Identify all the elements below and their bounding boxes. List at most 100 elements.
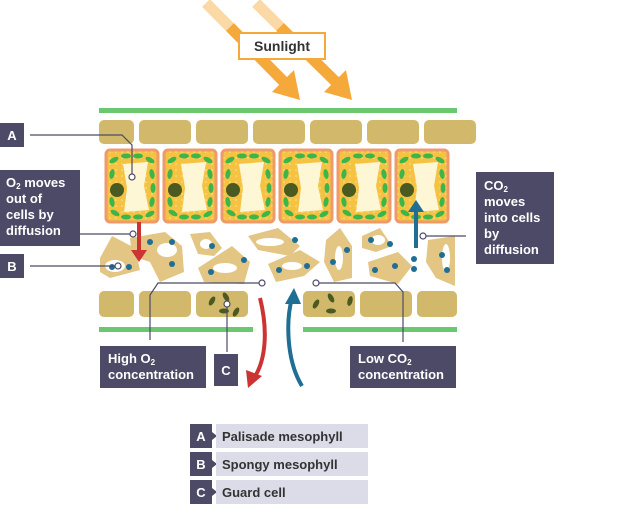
chloroplast-dot [292, 237, 298, 243]
chloroplast-dot [411, 266, 417, 272]
chloroplast [249, 153, 259, 159]
chloroplast [237, 214, 247, 220]
chloroplast [121, 214, 131, 220]
o2-moves-out-label: O2 moves out of cells by diffusion [0, 170, 80, 246]
palisade-cell [278, 148, 334, 224]
high-o2-label: High O2 concentration [100, 346, 206, 388]
co2-diffusion-arrow-up [408, 200, 424, 248]
low-co2-post: concentration [358, 367, 444, 382]
nucleus [342, 183, 356, 197]
chloroplast [381, 169, 387, 179]
chloroplast [283, 169, 289, 179]
lower-epidermis [99, 291, 457, 317]
chloroplast [284, 209, 294, 217]
co2-entry-arrow [285, 288, 304, 388]
key-notch [212, 488, 217, 496]
spongy-cell [426, 236, 455, 286]
key-label-a: Palisade mesophyll [216, 424, 368, 448]
chloroplast [283, 197, 289, 207]
spongy-mesophyll-layer [100, 228, 455, 286]
chloroplast [145, 210, 155, 218]
chloroplast [110, 209, 120, 217]
epidermis-cell [417, 291, 457, 317]
chloroplast [323, 169, 329, 179]
air-space [282, 262, 302, 270]
chloroplast [435, 156, 445, 164]
key-letter-c: C [190, 480, 212, 504]
vacuole [239, 162, 265, 212]
high-o2-post: concentration [108, 367, 194, 382]
chloroplast [133, 214, 143, 220]
leader-endpoints [114, 173, 427, 308]
callout-c-letter: C [221, 362, 231, 378]
chloroplast [365, 153, 375, 159]
upper-cuticle-line [99, 108, 457, 113]
chloroplast [191, 153, 201, 159]
chloroplast [167, 156, 177, 164]
chloroplast [265, 169, 271, 179]
epidermis-cell [310, 120, 362, 144]
o2-post: moves out of cells by diffusion [6, 175, 66, 238]
vacuole [355, 162, 381, 212]
chloroplast [382, 183, 388, 193]
chloroplast [295, 153, 305, 159]
chloroplast [307, 214, 317, 220]
nucleus [284, 183, 298, 197]
chloroplast [226, 209, 236, 217]
key-row-c: C Guard cell [190, 480, 368, 504]
chloroplast [439, 197, 445, 207]
callout-a: A [0, 123, 24, 147]
chloroplast-dot [208, 269, 214, 275]
epidermis-cell [99, 120, 134, 144]
nucleus [110, 183, 124, 197]
palisade-cell [162, 148, 218, 224]
o2-exit-arrow [246, 297, 267, 388]
chloroplast [319, 210, 329, 218]
chloroplast-dot [169, 239, 175, 245]
key-letter-b: B [190, 452, 212, 476]
epidermis-cell [139, 291, 191, 317]
chloroplast [341, 197, 347, 207]
chloroplast [133, 153, 143, 159]
chloroplast [237, 153, 247, 159]
callout-c: C [214, 354, 238, 386]
chloroplast-dot [169, 261, 175, 267]
chloroplast-dot [344, 247, 350, 253]
callout-a-letter: A [7, 127, 17, 143]
spongy-cell [368, 252, 412, 284]
epidermis-cell [367, 120, 419, 144]
chloroplast [203, 156, 213, 164]
vacuole [297, 162, 323, 212]
high-o2-sub: 2 [150, 358, 156, 367]
palisade-layer [104, 148, 450, 224]
chloroplast [167, 197, 173, 207]
co2-pre: CO [484, 178, 504, 193]
chloroplast-dot [209, 243, 215, 249]
chloroplast [377, 156, 387, 164]
chloroplast-dot [444, 267, 450, 273]
chloroplast [323, 197, 329, 207]
chloroplast-dot [439, 252, 445, 258]
chloroplast [283, 156, 293, 164]
chloroplast [341, 156, 351, 164]
chloroplast [249, 214, 259, 220]
chloroplast-dot [411, 256, 417, 262]
chloroplast [179, 214, 189, 220]
lower-cuticle-line-right [303, 327, 457, 332]
epidermis-cell [99, 291, 134, 317]
chloroplast [261, 156, 271, 164]
co2-sub: 2 [503, 185, 508, 194]
air-space [442, 244, 450, 272]
chloroplast-dot [330, 259, 336, 265]
key-notch [212, 432, 217, 440]
chloroplast [411, 153, 421, 159]
palisade-cell [336, 148, 392, 224]
chloroplast [121, 153, 131, 159]
air-space [213, 263, 237, 273]
chloroplast [208, 183, 214, 193]
chloroplast [400, 209, 410, 217]
chloroplast [439, 169, 445, 179]
chloroplast-dot [304, 263, 310, 269]
nucleus [400, 183, 414, 197]
